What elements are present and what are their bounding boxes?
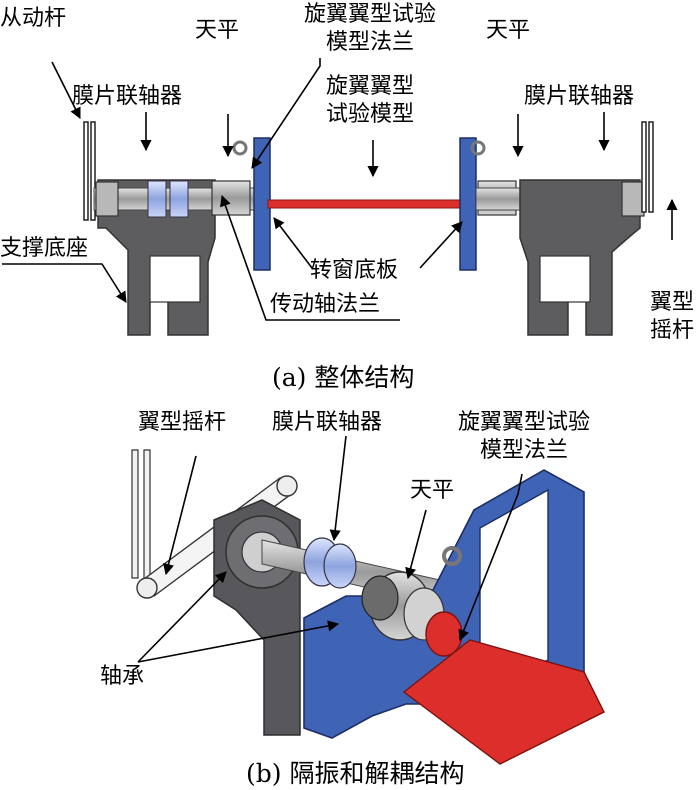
left-follower-rod <box>83 121 96 221</box>
label-coupling-left: 膜片联轴器 <box>72 84 183 109</box>
label-flange-line1: 旋翼翼型试验 <box>303 2 436 27</box>
label-rocker-line1: 翼型 <box>650 290 695 315</box>
label-bearing: 轴承 <box>100 664 145 689</box>
label-rocker: 翼型摇杆 <box>138 410 227 435</box>
left-balance <box>211 180 251 216</box>
airfoil-model-3d <box>402 639 605 765</box>
left-diaphragm-coupling <box>147 180 167 218</box>
label-model-line2: 试验模型 <box>325 102 414 127</box>
airfoil-test-model <box>267 199 463 209</box>
panel-b-leaders <box>137 435 523 663</box>
caption-panel-b: (b) 隔振和解耦结构 <box>246 759 465 788</box>
label-shaft-flange: 传动轴法兰 <box>270 292 381 317</box>
panel-a-diagram <box>2 58 678 336</box>
label-model-line1: 旋翼翼型 <box>325 74 414 99</box>
label-balance-b: 天平 <box>410 478 455 503</box>
label-rocker-line2: 摇杆 <box>650 318 695 343</box>
right-airfoil-rocker <box>641 121 654 213</box>
label-support-base: 支撑底座 <box>0 236 89 261</box>
label-balance-right: 天平 <box>486 18 531 43</box>
label-flange-b-line1: 旋翼翼型试验 <box>457 410 590 435</box>
label-follower-rod: 从动杆 <box>0 6 67 31</box>
label-flange-b-line2: 模型法兰 <box>479 438 568 463</box>
label-flange-line2: 模型法兰 <box>325 30 414 55</box>
model-flange-3d <box>425 611 463 657</box>
panel-b-diagram <box>131 435 605 765</box>
label-coupling-right: 膜片联轴器 <box>524 84 635 109</box>
label-turntable-plate: 转窗底板 <box>310 258 399 283</box>
label-balance-left: 天平 <box>195 18 240 43</box>
label-coupling: 膜片联轴器 <box>272 410 383 435</box>
right-turntable-plate <box>459 137 477 271</box>
panel-a-leaders <box>2 58 678 321</box>
caption-panel-a: (a) 整体结构 <box>272 363 415 392</box>
